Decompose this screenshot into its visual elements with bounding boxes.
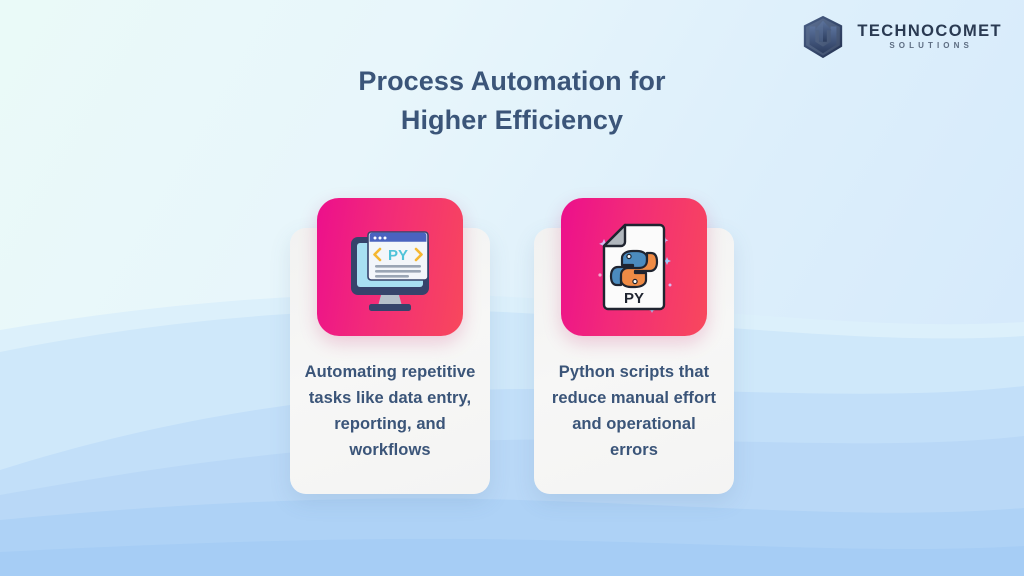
brand-tagline: SOLUTIONS [889,41,973,51]
page-title: Process Automation for Higher Efficiency [0,62,1024,141]
python-file-py-icon: PY [598,223,672,313]
brand-name: TECHNOCOMET [857,21,1002,40]
card-text: Automating repetitive tasks like data en… [304,363,476,459]
file-icon-caption: PY [624,290,644,307]
card-text: Python scripts that reduce manual effort… [551,363,717,459]
feature-card-list: PY Automating repetitive tasks like data… [0,198,1024,494]
card-icon-tile: PY [561,198,707,336]
card-icon-tile: PY [317,198,463,336]
monitor-code-py-icon: PY [351,231,429,311]
page-title-line-1: Process Automation for [358,66,666,96]
svg-text:PY: PY [388,247,408,264]
feature-card: PY Automating repetitive tasks like data… [290,198,490,494]
brand-logo-text: TECHNOCOMET SOLUTIONS [857,21,1002,53]
hexagon-up-arrow-logo-icon [804,15,843,59]
wave-band-6 [0,538,1024,576]
wave-band-5 [0,498,1024,576]
page-title-line-2: Higher Efficiency [400,105,624,136]
feature-card: PY Python scripts that reduce manual eff… [534,198,734,494]
brand-logo: TECHNOCOMET SOLUTIONS [800,14,1002,60]
